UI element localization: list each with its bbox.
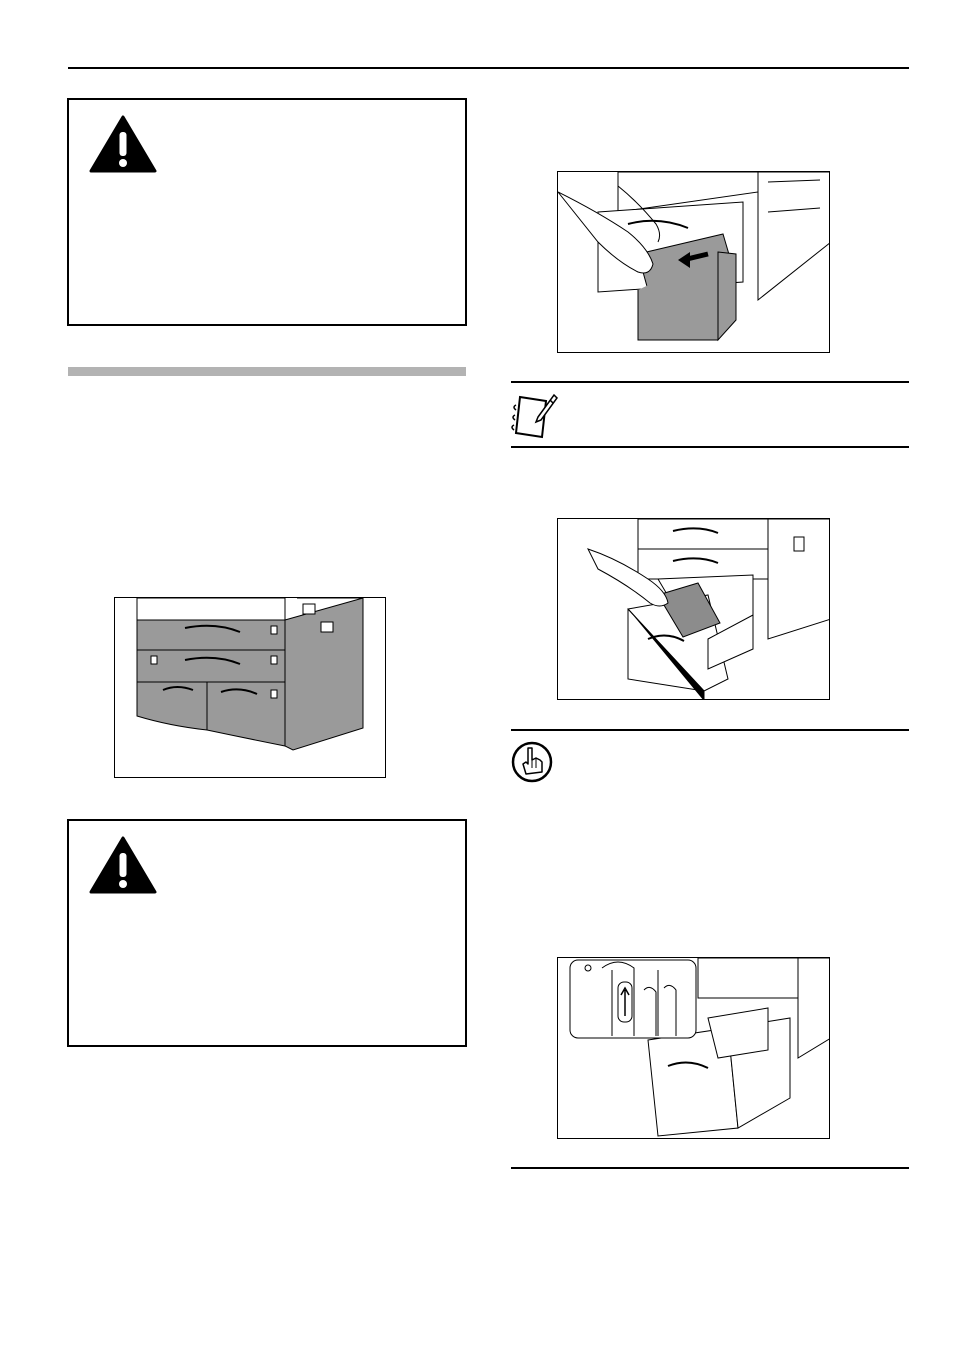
paper-drawers-illustration (114, 597, 386, 778)
warning-triangle-icon (89, 115, 157, 173)
note-2-bottom-rule (511, 1167, 909, 1169)
load-paper-illustration (557, 518, 830, 700)
note-2-top-rule (511, 729, 909, 731)
warning-triangle-icon (89, 836, 157, 894)
pull-out-drawer-illustration (557, 171, 830, 353)
note-1-top-rule (511, 381, 909, 383)
section-heading-bar (68, 367, 466, 376)
pointing-hand-icon (511, 741, 553, 783)
header-rule (68, 67, 909, 69)
warning-box-1 (67, 98, 467, 326)
notepad-pencil-icon (511, 393, 558, 439)
note-1-bottom-rule (511, 446, 909, 448)
drawer-label-detail-illustration (557, 957, 830, 1139)
warning-box-2 (67, 819, 467, 1047)
